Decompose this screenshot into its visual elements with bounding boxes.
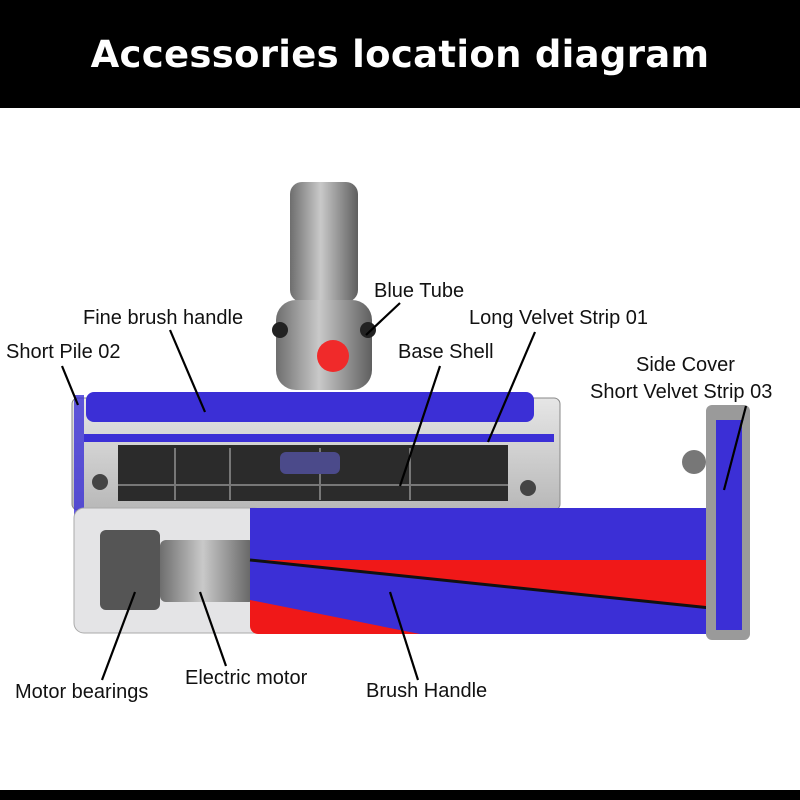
label-long-velvet-strip: Long Velvet Strip 01 [469, 307, 649, 329]
brush-roll [249, 508, 731, 634]
blue-tube-neck [272, 182, 376, 390]
motor-housing [73, 507, 265, 634]
label-motor-bearings: Motor bearings [15, 681, 149, 703]
label-brush-handle: Brush Handle [366, 680, 488, 702]
label-blue-tube: Blue Tube [374, 280, 465, 302]
side-cover [682, 405, 750, 640]
label-electric-motor: Electric motor [185, 667, 308, 689]
label-side-cover: Side Cover [636, 354, 735, 376]
bottom-bar [0, 790, 800, 800]
leader-lines [60, 302, 748, 681]
title-bar: Accessories location diagram [0, 0, 800, 108]
base-shell [71, 397, 561, 511]
label-base-shell: Base Shell [398, 341, 494, 363]
label-short-pile: Short Pile 02 [6, 341, 121, 363]
label-fine-brush-handle: Fine brush handle [83, 307, 244, 329]
diagram-title: Accessories location diagram [90, 32, 710, 76]
label-short-velvet-strip: Short Velvet Strip 03 [590, 381, 773, 403]
fine-brush-roller [86, 392, 534, 422]
release-button [317, 340, 349, 372]
